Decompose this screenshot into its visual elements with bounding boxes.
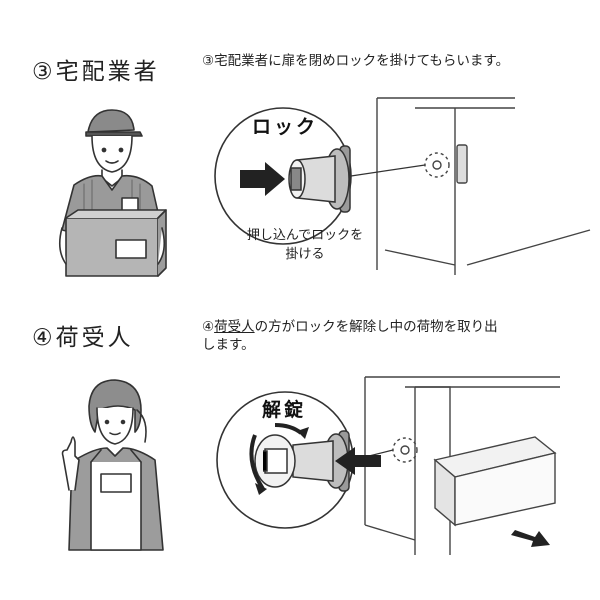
lock-door-illustration [214, 97, 591, 275]
desc-line2: します。 [202, 337, 255, 353]
note-line-1: 押し込んでロックを [246, 228, 364, 243]
desc-prefix: ④ [202, 319, 215, 335]
unlock-label: 解錠 [262, 399, 307, 421]
step3-description: ③宅配業者に扉を閉めロックを掛けてもらいます。 [202, 53, 510, 69]
push-lock-note: 押し込んでロックを 掛ける [220, 226, 390, 264]
delivery-person-illustration [58, 109, 167, 277]
lock-label: ロック [252, 116, 319, 138]
step4-title: ④荷受人 [32, 325, 134, 351]
unlock-door-illustration [216, 376, 560, 555]
step3-title: ③宅配業者 [32, 59, 160, 85]
recipient-person-illustration [61, 379, 164, 551]
note-line-2: 掛ける [285, 247, 325, 262]
step4-description: ④荷受人の方がロックを解除し中の荷物を取り出 します。 [202, 318, 592, 354]
desc-line1-rest: の方がロックを解除し中の荷物を取り出 [254, 319, 498, 335]
recipient-underlined: 荷受人 [214, 319, 255, 335]
